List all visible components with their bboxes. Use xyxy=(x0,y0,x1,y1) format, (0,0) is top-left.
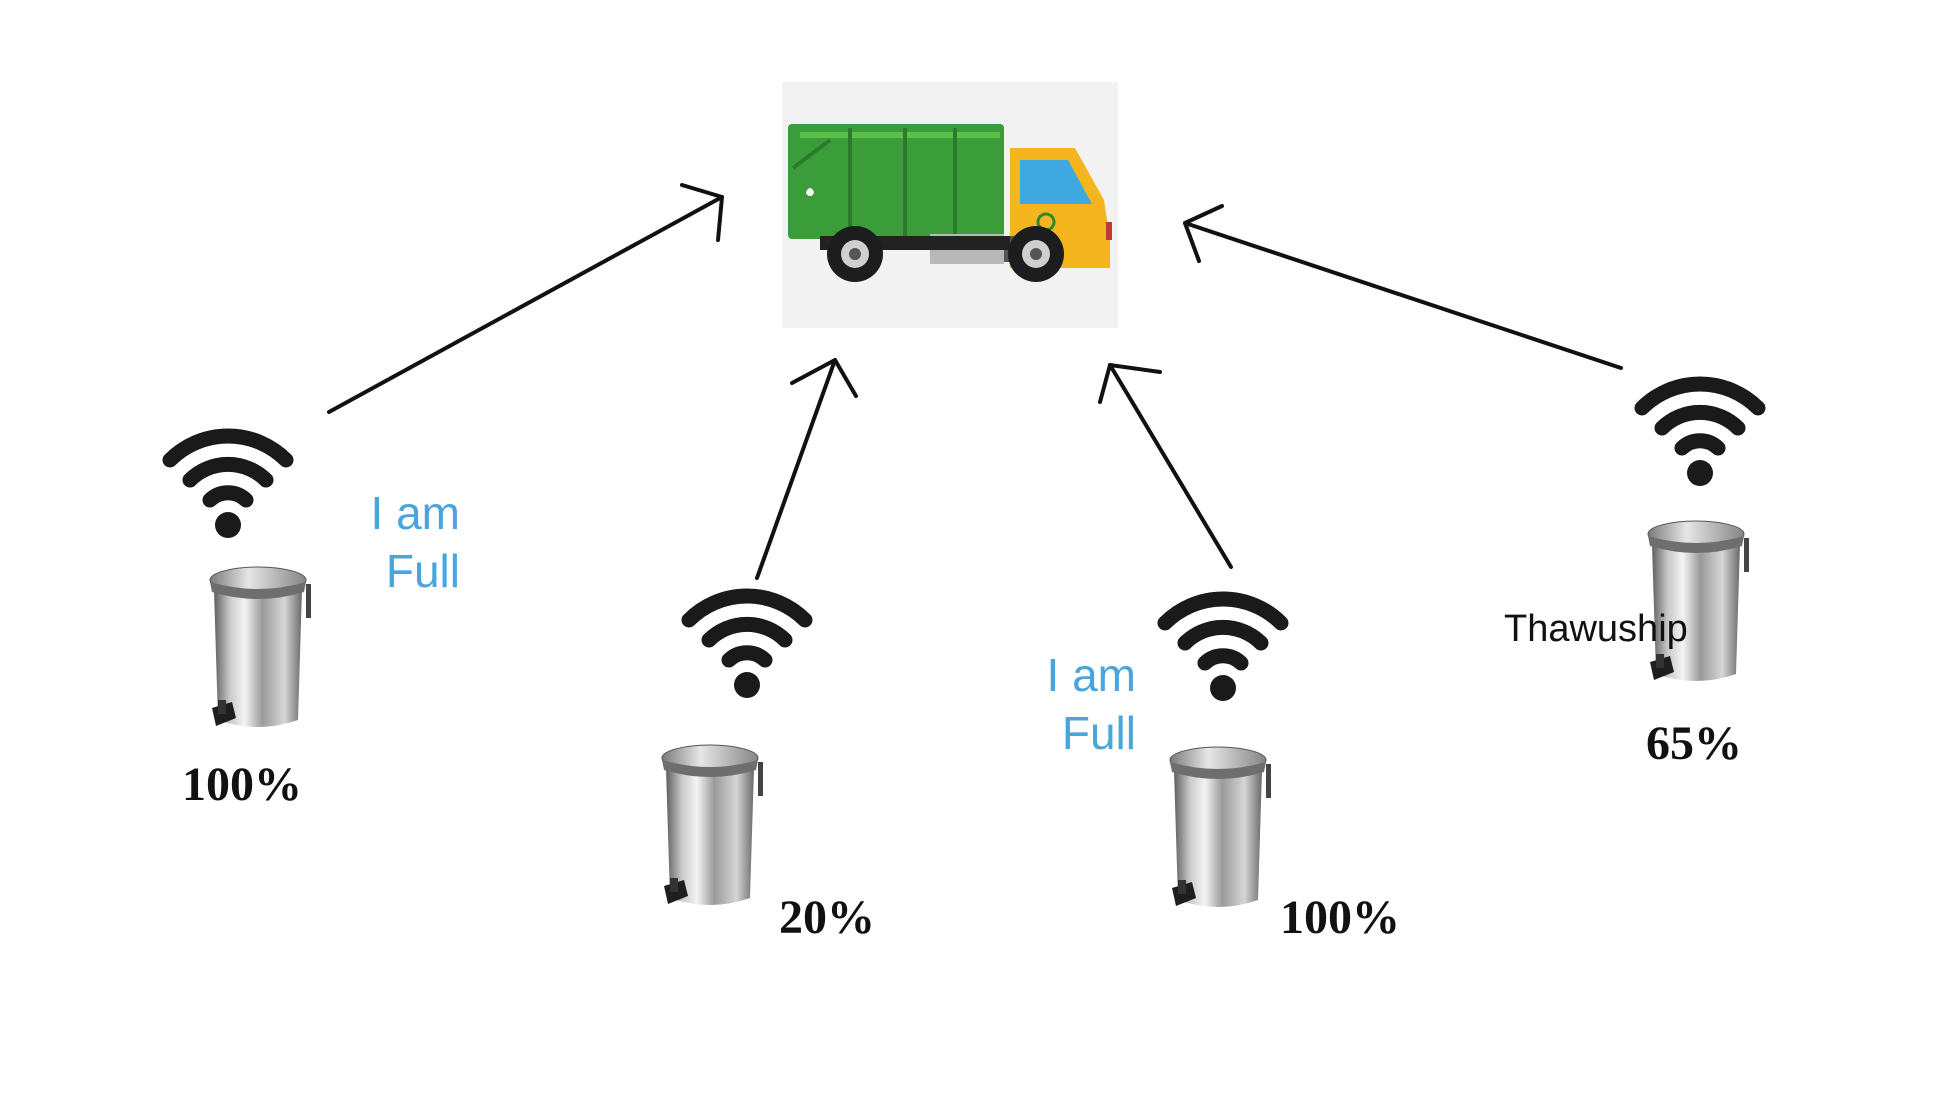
garbage-truck-icon xyxy=(782,82,1118,328)
signal-arrows xyxy=(327,183,1623,580)
bin-3 xyxy=(1169,746,1272,908)
bin-3-message: I am Full xyxy=(1016,646,1136,762)
message-line: I am xyxy=(1046,649,1136,701)
message-line: Full xyxy=(385,545,460,597)
arrow-bin2-to-truck xyxy=(755,358,858,580)
bin-1-message: I am Full xyxy=(340,484,460,600)
arrow-bin4-to-truck xyxy=(1183,204,1623,370)
bin-4 xyxy=(1647,520,1750,682)
bin-4-fill-label: 65% xyxy=(1646,717,1742,770)
bin-1 xyxy=(209,566,312,728)
bin-1-fill-label: 100% xyxy=(182,758,302,811)
message-line: Full xyxy=(1061,707,1136,759)
bin-3-fill-label: 100% xyxy=(1280,891,1400,944)
bin-2 xyxy=(661,744,764,906)
truck-wheel xyxy=(827,226,883,282)
truck-wheel xyxy=(1008,226,1064,282)
message-line: I am xyxy=(370,487,460,539)
bin-2-fill-label: 20% xyxy=(779,891,875,944)
arrow-bin3-to-truck xyxy=(1098,363,1233,569)
bin-4-tag: Thawuship xyxy=(1504,608,1688,650)
arrow-bin1-to-truck xyxy=(327,183,724,414)
